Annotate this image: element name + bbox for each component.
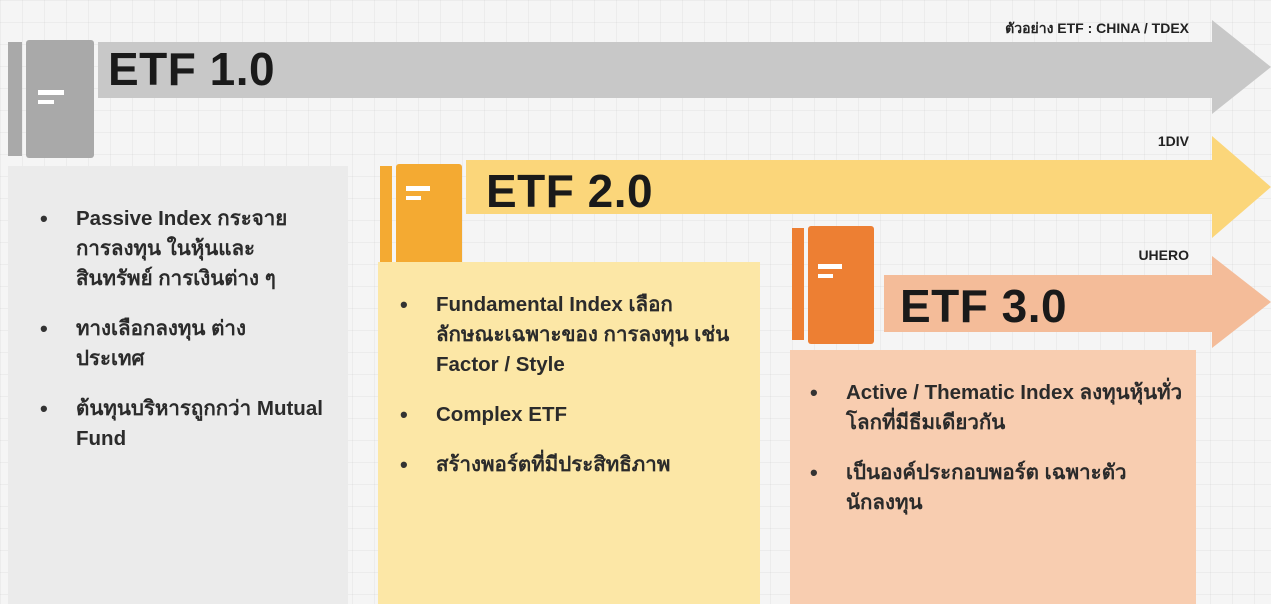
etf-2-document-icon — [380, 164, 462, 282]
etf-3-arrow — [884, 256, 1271, 348]
etf-1-document-icon — [8, 40, 94, 158]
etf-1-example-label: ตัวอย่าง ETF : CHINA / TDEX — [1005, 20, 1189, 36]
etf-1-bullet-text: ต้นทุนบริหารถูกกว่า Mutual Fund — [76, 397, 323, 450]
etf-3-panel: Active / Thematic Index ลงทุนหุ้นทั่วโลก… — [790, 350, 1196, 604]
etf-3-bullet: เป็นองค์ประกอบพอร์ต เฉพาะตัวนักลงทุน — [808, 458, 1146, 518]
etf-2-bullet-text: สร้างพอร์ตที่มีประสิทธิภาพ — [436, 453, 671, 476]
etf-2-bullet-text: Fundamental Index เลือกลักษณะเฉพาะของ กา… — [436, 293, 730, 376]
etf-2-bullet: สร้างพอร์ตที่มีประสิทธิภาพ — [398, 450, 740, 480]
etf-2-bullet-list: Fundamental Index เลือกลักษณะเฉพาะของ กา… — [398, 290, 740, 480]
etf-1-bullet-text: ทางเลือกลงทุน ต่างประเทศ — [76, 317, 246, 370]
etf-1-bullet-list: Passive Index กระจายการลงทุน ในหุ้นและสิ… — [38, 204, 328, 454]
etf-1-bullet: ต้นทุนบริหารถูกกว่า Mutual Fund — [38, 394, 326, 454]
etf-2-bullet: Fundamental Index เลือกลักษณะเฉพาะของ กา… — [398, 290, 736, 380]
etf-1-panel: Passive Index กระจายการลงทุน ในหุ้นและสิ… — [8, 166, 348, 604]
etf-3-title: ETF 3.0 — [900, 280, 1068, 332]
etf-2-title: ETF 2.0 — [486, 165, 654, 217]
etf-1-bullet: ทางเลือกลงทุน ต่างประเทศ — [38, 314, 306, 374]
etf-3-bullet-text: เป็นองค์ประกอบพอร์ต เฉพาะตัวนักลงทุน — [846, 461, 1127, 514]
etf-1-title: ETF 1.0 — [108, 43, 276, 95]
etf-3-document-icon — [792, 226, 874, 344]
etf-1-bullet: Passive Index กระจายการลงทุน ในหุ้นและสิ… — [38, 204, 306, 294]
etf-3-bullet: Active / Thematic Index ลงทุนหุ้นทั่วโลก… — [808, 378, 1196, 438]
etf-3-bullet-text: Active / Thematic Index ลงทุนหุ้นทั่วโลก… — [846, 381, 1183, 434]
etf-2-arrow — [466, 136, 1271, 238]
etf-3-bullet-list: Active / Thematic Index ลงทุนหุ้นทั่วโลก… — [808, 378, 1182, 518]
etf-3-example-label: UHERO — [1138, 247, 1189, 263]
etf-1-arrow — [98, 20, 1271, 114]
etf-2-bullet: Complex ETF — [398, 400, 740, 430]
etf-2-bullet-text: Complex ETF — [436, 403, 567, 426]
etf-2-example-label: 1DIV — [1157, 133, 1189, 149]
etf-2-panel: Fundamental Index เลือกลักษณะเฉพาะของ กา… — [378, 262, 760, 604]
etf-1-bullet-text: Passive Index กระจายการลงทุน ในหุ้นและสิ… — [76, 207, 288, 290]
